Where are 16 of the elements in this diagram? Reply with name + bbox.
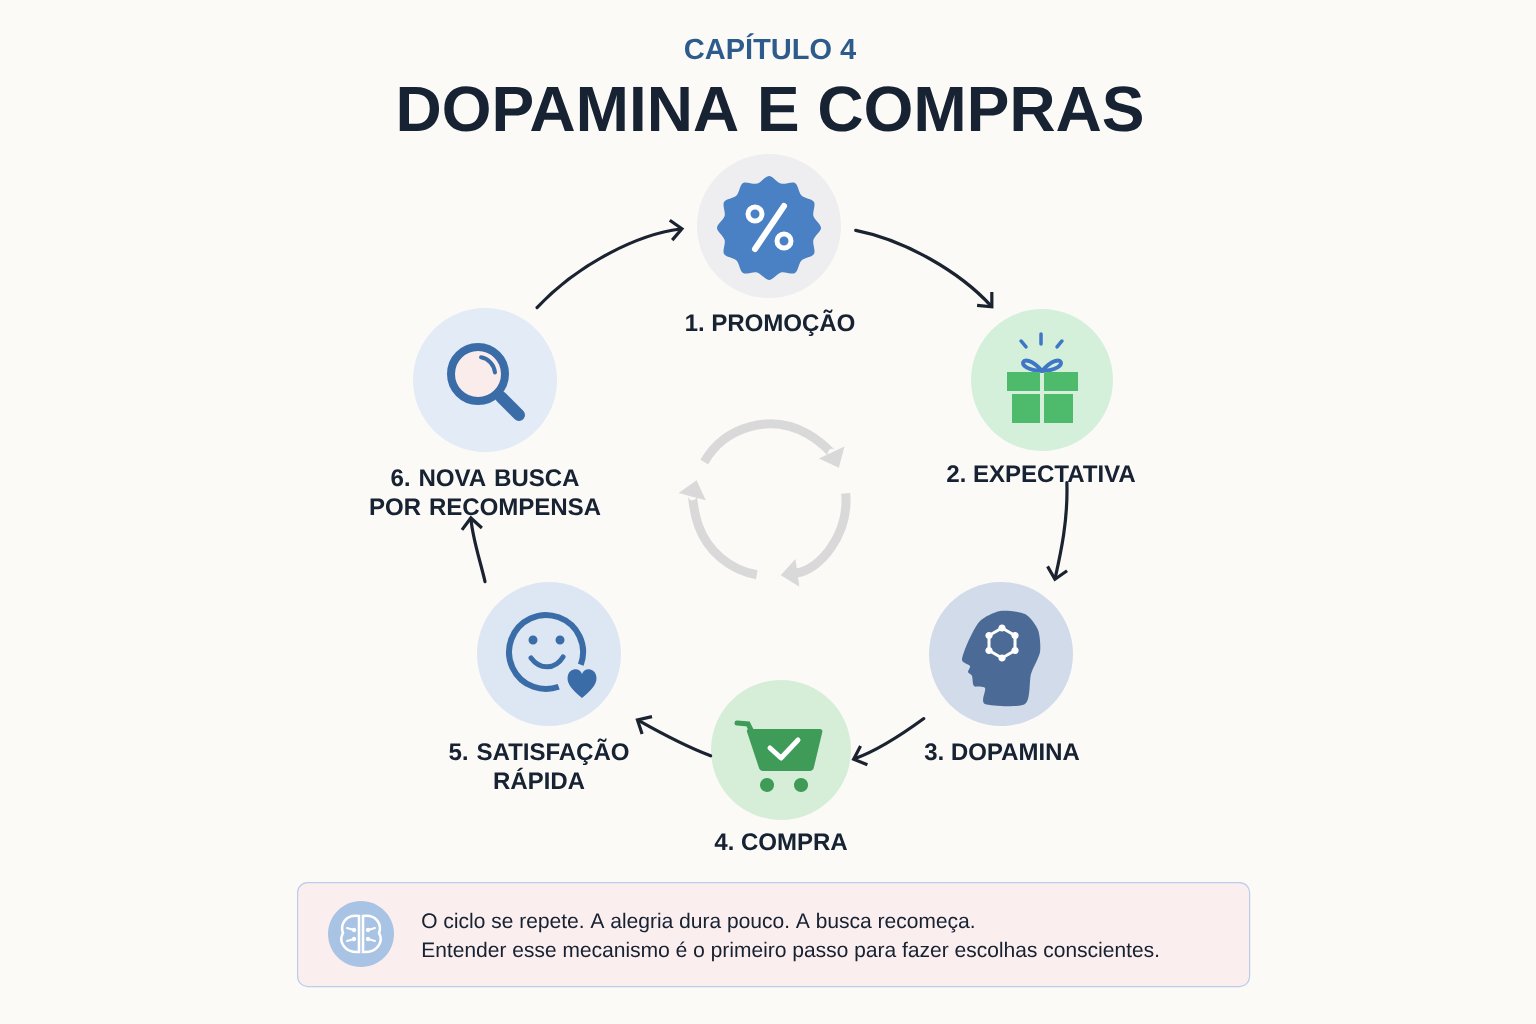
arrow bbox=[460, 515, 487, 584]
chapter-label: CAPÍTULO 4 bbox=[685, 33, 857, 60]
step-label: 3. DOPAMINA bbox=[924, 743, 1080, 761]
note-text: O ciclo se repete. A alegria dura pouco. A busca recomeça. bbox=[422, 912, 974, 933]
step-label: 1. PROMOÇÃO bbox=[686, 309, 855, 336]
arrow bbox=[635, 715, 713, 758]
step-label: 4. COMPRA bbox=[714, 833, 848, 851]
title: DOPAMINA E COMPRAS bbox=[399, 86, 1142, 132]
arrow bbox=[1046, 481, 1069, 582]
arrow bbox=[851, 716, 926, 767]
arrow bbox=[535, 218, 685, 310]
step-label: 5. SATISFAÇÃO RÁPIDA bbox=[449, 738, 629, 789]
arrow bbox=[854, 228, 994, 309]
step-label: 6. NOVA BUSCA POR RECOMPENSA bbox=[370, 469, 601, 516]
note-text: Entender esse mecanismo é o primeiro passo para fazer escolhas conscientes. bbox=[422, 941, 1159, 962]
step-label: 2. EXPECTATIVA bbox=[947, 465, 1136, 483]
